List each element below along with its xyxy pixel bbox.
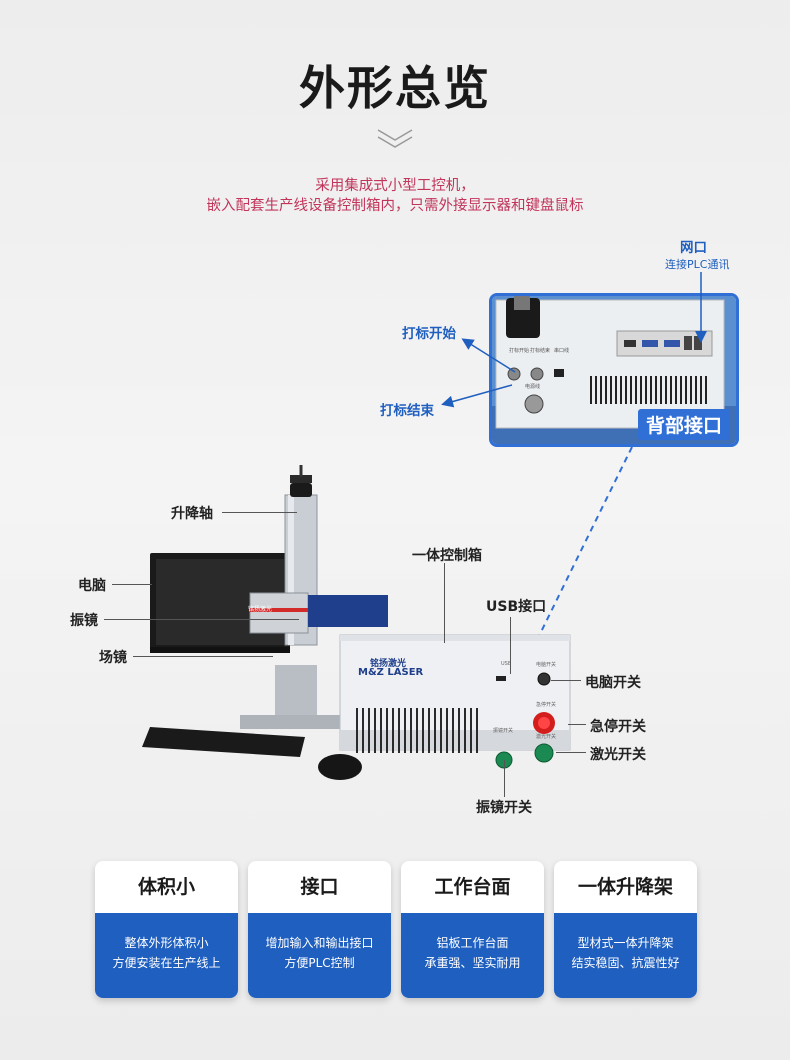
feature-card-line2: 结实稳固、抗震性好 xyxy=(571,956,680,970)
box-estop-label: 急停开关 xyxy=(536,702,557,708)
estop-switch-label: 急停开关 xyxy=(590,719,646,735)
feature-card-title: 接口 xyxy=(300,876,339,898)
box-laser-label: 激光开关 xyxy=(536,734,557,740)
chevron-down-icon xyxy=(377,129,413,148)
galvo-label: 振镜 xyxy=(70,613,98,629)
feature-card-title: 工作台面 xyxy=(434,876,511,898)
galvo-switch-label: 振镜开关 xyxy=(476,800,532,816)
computer-label: 电脑 xyxy=(78,578,106,594)
feature-card-line2: 方便安装在生产线上 xyxy=(112,956,221,970)
plate-label-start: 打标开始 xyxy=(509,348,530,354)
usb-port-label: USB接口 xyxy=(486,599,547,615)
box-galvo-label: 振镜开关 xyxy=(493,728,514,734)
start-mark-label: 打标开始 xyxy=(402,326,456,342)
laser-switch-label: 激光开关 xyxy=(590,747,646,763)
back-panel-label: 背部接口 xyxy=(637,409,730,440)
feature-card-line1: 铝板工作台面 xyxy=(436,936,509,950)
network-port-title: 网口 xyxy=(680,240,707,256)
box-pc-switch-label: 电脑开关 xyxy=(536,662,557,668)
feature-card-interface: 接口 增加输入和输出接口 方便PLC控制 xyxy=(248,861,391,998)
feature-card-title: 体积小 xyxy=(137,876,195,898)
box-usb-label: USB xyxy=(501,661,512,667)
laser-marker-machine xyxy=(142,465,571,780)
feature-card-line2: 承重强、坚实耐用 xyxy=(424,956,521,970)
feature-card-size: 体积小 整体外形体积小 方便安装在生产线上 xyxy=(95,861,238,998)
network-port-desc: 连接PLC通讯 xyxy=(665,258,730,271)
plate-label-end: 打标结束 xyxy=(530,348,551,354)
feature-card-line1: 型材式一体升降架 xyxy=(577,936,674,950)
feature-card-lift-frame: 一体升降架 型材式一体升降架 结实稳固、抗震性好 xyxy=(554,861,697,998)
feature-card-worktable: 工作台面 铝板工作台面 承重强、坚实耐用 xyxy=(401,861,544,998)
back-panel-photo: 背部接口 xyxy=(489,293,739,447)
feature-card-line1: 整体外形体积小 xyxy=(124,936,209,950)
head-brand-text: 铭扬激光 xyxy=(248,606,273,613)
lift-axis-label: 升降轴 xyxy=(171,506,213,522)
pc-switch-label: 电脑开关 xyxy=(585,675,641,691)
page-title: 外形总览 xyxy=(299,61,491,115)
plate-label-serial: 串口线 xyxy=(554,348,570,354)
subtitle-line-2: 嵌入配套生产线设备控制箱内，只需外接显示器和键盘鼠标 xyxy=(206,198,584,214)
feature-card-line1: 增加输入和输出接口 xyxy=(265,936,374,950)
box-brand-cn: 铭扬激光 xyxy=(370,659,407,669)
control-box-label: 一体控制箱 xyxy=(412,548,482,564)
end-mark-label: 打标结束 xyxy=(380,403,434,419)
box-brand-en: M&Z LASER xyxy=(358,667,424,678)
subtitle-line-1: 采用集成式小型工控机， xyxy=(315,178,475,194)
feature-card-title: 一体升降架 xyxy=(577,876,673,898)
plate-label-power: 电源线 xyxy=(525,384,541,390)
feature-card-line2: 方便PLC控制 xyxy=(284,956,355,970)
field-lens-label: 场镜 xyxy=(99,650,127,666)
